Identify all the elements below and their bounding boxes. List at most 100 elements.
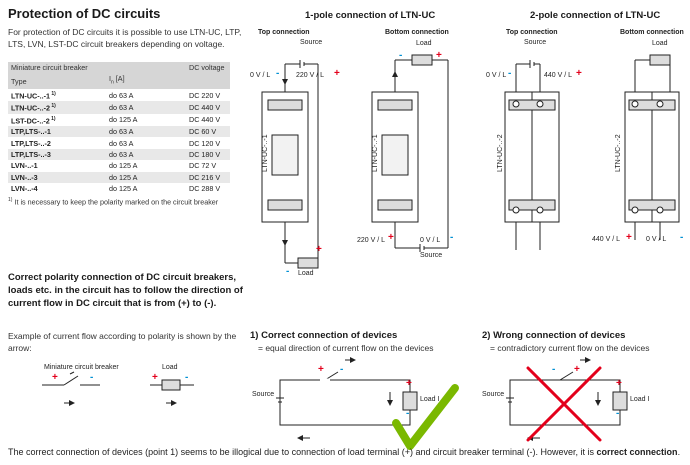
table-subheader-row: Type In [A] [8,73,230,89]
table-cell-voltage: DC 288 V [189,184,221,194]
two-pole-0v-label: 0 V / L [486,72,507,79]
minus-sign: - [276,68,280,79]
cross-mark-icon [526,366,602,442]
table-header-voltage: DC voltage [186,62,230,89]
one-pole-bottom-source-label: Source [420,252,443,259]
example-load-label: Load [162,364,178,371]
two-pole-440v-label: 440 V / L [544,72,573,79]
table-cell-current: do 63 A [106,126,186,138]
one-pole-bottom-0v-label: 0 V / L [420,237,441,244]
minus-sign: - [508,68,512,79]
breaker-table: Miniature circuit breaker DC voltage Typ… [8,62,230,207]
one-pole-bottom-220v-label: 220 V / L [357,237,386,244]
two-pole-device-label: LTN-UC-..-2 [497,134,504,172]
correct-circuit [276,357,418,441]
table-cell-voltage: DC 120 V [189,138,221,148]
two-pole-bottom-diagram [624,54,680,240]
minus-sign: - [450,232,454,243]
plus-sign: + [406,378,412,389]
table-cell-voltage: DC 216 V [186,171,230,183]
correct-subtitle: = equal direction of current flow on the… [258,343,434,353]
minus-sign: - [406,408,410,419]
one-pole-220v-label: 220 V / L [296,72,325,79]
one-pole-top-label: Top connection [258,29,310,36]
footer-text: The correct connection of devices (point… [8,447,681,457]
minus-sign: - [90,372,94,383]
minus-sign: - [340,364,344,375]
table-cell-type: LTN-UC-..-1 1) [11,90,56,101]
two-pole-bottom-label: Bottom connection [620,29,684,36]
table-cell-type: LTP,LTS-..-3 [8,148,106,161]
table-cell-type: LVN-..-1 [11,161,38,171]
table-header-type: Type [8,73,106,89]
two-pole-bottom-load-label: Load [652,40,668,47]
plus-sign: + [576,68,582,79]
plus-sign: + [334,68,340,79]
example-breaker-symbol [42,371,100,406]
table-cell-type: LVN-..-3 [8,171,106,183]
table-cell-type: LVN-..-4 [11,184,38,194]
table-cell-voltage: DC 72 V [189,161,217,171]
minus-sign: - [552,364,556,375]
table-cell-voltage: DC 60 V [186,126,230,138]
wrong-load-label: Load I [630,396,650,403]
wrong-source-label: Source [482,391,505,398]
table-cell-type: LST-DC-..-2 1) [11,115,56,125]
plus-sign: + [316,244,322,255]
page-title: Protection of DC circuits [8,6,161,21]
two-pole-source-label: Source [524,39,547,46]
table-cell-type: LTP,LTS-..-1 [8,126,106,138]
one-pole-0v-label: 0 V / L [250,72,271,79]
minus-sign: - [680,232,684,243]
table-row: LVN-..-4 do 125 A DC 288 V [8,183,230,194]
one-pole-bottom-diagram [371,54,449,252]
table-header-current: In [A] [106,73,186,89]
table-cell-voltage: DC 440 V [189,115,221,125]
check-mark-icon [392,384,459,450]
table-row: LST-DC-..-2 1) do 125 A DC 440 V [8,114,230,126]
table-cell-current: do 63 A [109,138,134,148]
one-pole-device-label: LTN-UC-..-1 [262,134,269,172]
example-breaker-label: Miniature circuit breaker [44,364,119,371]
two-pole-top-diagram [504,60,560,250]
minus-sign: - [399,50,403,61]
one-pole-bottom-label: Bottom connection [385,29,449,36]
table-cell-type: LTP,LTS-..-2 [11,138,51,148]
table-cell-current: do 125 A [109,161,138,171]
wrong-circuit [506,357,628,441]
table-header-row: Miniature circuit breaker DC voltage [8,62,230,89]
plus-sign: + [626,232,632,243]
plus-sign: + [616,378,622,389]
plus-sign: + [388,232,394,243]
intro-text: For protection of DC circuits it is poss… [8,27,242,49]
minus-sign: - [616,408,620,419]
plus-sign: + [52,372,58,383]
table-header-group: Miniature circuit breaker [8,62,186,74]
table-cell-current: do 125 A [109,115,138,125]
wrong-subtitle: = contradictory current flow on the devi… [490,343,650,353]
table-row: LTP,LTS-..-2 do 63 A DC 120 V [8,137,230,148]
two-pole-bottom-device-label: LTN-UC-..-2 [615,134,622,172]
table-cell-current: do 125 A [109,184,138,194]
one-pole-top-diagram [261,60,319,269]
table-footnote: 1) It is necessary to keep the polarity … [8,197,219,207]
two-pole-bottom-440v-label: 440 V / L [592,236,621,243]
two-pole-title: 2-pole connection of LTN-UC [530,10,661,21]
correct-source-label: Source [252,391,275,398]
example-load-symbol [150,379,194,406]
table-row: LVN-..-1 do 125 A DC 72 V [8,160,230,171]
minus-sign: - [286,266,290,277]
correct-title: 1) Correct connection of devices [250,330,398,341]
two-pole-top-label: Top connection [506,29,558,36]
one-pole-bottom-load-label: Load [416,40,432,47]
table-cell-voltage: DC 180 V [186,148,230,161]
minus-sign: - [185,372,189,383]
plus-sign: + [436,50,442,61]
two-pole-bottom-0v-label: 0 V / L [646,236,667,243]
table-cell-type: LTN-UC-..-2 1) [8,101,106,114]
